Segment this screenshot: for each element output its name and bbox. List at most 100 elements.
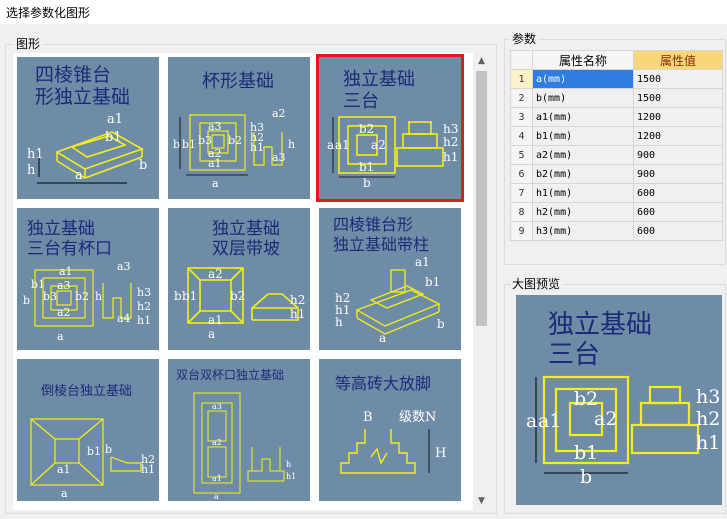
param-idx-cell[interactable]: 6 — [510, 164, 533, 184]
param-name-cell[interactable]: a(mm) — [532, 69, 634, 89]
dim-label: b1 — [105, 130, 122, 145]
tile-title-line: 三台有杯口 — [27, 239, 112, 259]
tile-three-tier-footing[interactable]: 独立基础 三台 b2 a a1 a2 b1 b h3 h2 h1 — [316, 54, 464, 202]
tile-figure — [30, 418, 142, 486]
table-corner — [510, 50, 533, 70]
dim-label: a — [379, 331, 386, 345]
tile-title-line: 四棱锥台 — [35, 64, 111, 86]
dim-label: a2 — [208, 267, 223, 281]
dim-label: b — [174, 289, 182, 303]
param-idx-cell[interactable]: 5 — [510, 145, 533, 165]
column-header-value[interactable]: 属性值 — [633, 50, 723, 70]
tile-equal-height-brick-footing[interactable]: 等高砖大放脚 B 级数N H — [319, 359, 461, 501]
param-value-cell[interactable]: 600 — [633, 221, 723, 241]
tile-title-line: 独立基础 — [27, 219, 95, 239]
dim-label: a2 — [371, 138, 386, 152]
param-value-cell[interactable]: 900 — [633, 145, 723, 165]
preview-dim-label: b1 — [574, 442, 598, 464]
preview-dim-label: a — [526, 410, 537, 432]
dim-label: h1 — [290, 307, 305, 321]
param-value-cell[interactable]: 600 — [633, 183, 723, 203]
tile-two-layer-sloped-footing[interactable]: 独立基础 双层带坡 a2 b b1 b2 a1 a h2 h1 — [168, 208, 310, 350]
tile-title-line: 三台 — [343, 91, 379, 112]
title-bar: 选择参数化图形 — [0, 0, 727, 24]
dim-label: a2 — [272, 107, 286, 120]
scroll-thumb[interactable] — [476, 71, 487, 326]
scroll-down-icon[interactable]: ▼ — [478, 496, 485, 506]
param-name-cell[interactable]: b(mm) — [532, 88, 634, 108]
preview-dim-label: h2 — [696, 408, 720, 430]
dim-label: h2 — [443, 135, 458, 149]
param-value-cell[interactable]: 1500 — [633, 88, 723, 108]
dim-label: h1 — [286, 472, 296, 481]
param-value-cell[interactable]: 900 — [633, 164, 723, 184]
tile-title-line: 等高砖大放脚 — [335, 374, 431, 393]
shapes-scrollbar[interactable]: ▲ ▼ — [473, 53, 490, 510]
tile-title-line: 形独立基础 — [35, 86, 130, 108]
dim-label: a — [208, 327, 215, 341]
param-name-cell[interactable]: a1(mm) — [532, 107, 634, 127]
tile-frustum-footing-with-column[interactable]: 四棱锥台形 独立基础带柱 a1 b1 h2 h1 h b a — [319, 208, 461, 350]
param-idx-cell[interactable]: 2 — [510, 88, 533, 108]
dim-label: b — [363, 176, 371, 190]
tile-cup-shaped-footing[interactable]: 杯形基础 a2 b b1 a3 b3 b2 a2 a1 h3 h2 h1 — [168, 57, 310, 199]
param-name-cell[interactable]: h3(mm) — [532, 221, 634, 241]
preview-dim-label: a1 — [538, 410, 561, 432]
tile-three-tier-cup-footing[interactable]: 独立基础 三台有杯口 a1 a3 b1 a3 b3 b b2 a2 a4 h h — [17, 208, 159, 350]
dim-label: b — [23, 294, 30, 307]
param-value-cell[interactable]: 1200 — [633, 107, 723, 127]
tile-figure — [338, 116, 444, 174]
param-idx-cell[interactable]: 8 — [510, 202, 533, 222]
tile-inverted-frustum-footing[interactable]: 倒棱台独立基础 b1 a1 h2 h1 b a — [17, 359, 159, 501]
param-idx-cell[interactable]: 9 — [510, 221, 533, 241]
preview-title-line: 三台 — [548, 340, 600, 370]
param-idx-cell[interactable]: 1 — [510, 69, 533, 89]
param-value-cell[interactable]: 1500 — [633, 69, 723, 89]
param-name-cell[interactable]: a2(mm) — [532, 145, 634, 165]
param-idx-cell[interactable]: 7 — [510, 183, 533, 203]
dim-label: a1 — [415, 255, 430, 269]
dim-label: b2 — [359, 122, 374, 136]
dim-label: h1 — [137, 314, 151, 327]
dim-label: h3 — [443, 122, 458, 136]
dim-label: h1 — [141, 463, 155, 476]
tile-title-line: 双层带坡 — [212, 239, 280, 259]
dim-label: h3 — [250, 121, 264, 134]
preview-dim-label: h3 — [696, 386, 720, 408]
shapes-grid[interactable]: 四棱锥台 形独立基础 a1 b1 h1 h b a — [13, 53, 473, 510]
scroll-up-icon[interactable]: ▲ — [478, 56, 485, 66]
dim-label: h — [95, 290, 102, 303]
param-idx-cell[interactable]: 4 — [510, 126, 533, 146]
dim-label: a — [327, 138, 334, 152]
tile-title-line: 独立基础 — [343, 69, 415, 90]
param-value-cell[interactable]: 600 — [633, 202, 723, 222]
dim-label: b2 — [75, 290, 89, 303]
dim-label: a3 — [57, 279, 71, 292]
preview-group-label: 大图预览 — [510, 277, 563, 291]
param-value-cell[interactable]: 1200 — [633, 126, 723, 146]
param-name-cell[interactable]: h2(mm) — [532, 202, 634, 222]
shapes-group — [5, 44, 497, 514]
param-name-cell[interactable]: b1(mm) — [532, 126, 634, 146]
param-idx-cell[interactable]: 3 — [510, 107, 533, 127]
dim-label: a1 — [208, 157, 222, 170]
dim-label: h1 — [27, 147, 44, 162]
param-name-cell[interactable]: h1(mm) — [532, 183, 634, 203]
tile-four-sided-frustum-footing[interactable]: 四棱锥台 形独立基础 a1 b1 h1 h b a — [17, 57, 159, 199]
param-name-cell[interactable]: b2(mm) — [532, 164, 634, 184]
dim-label: b1 — [182, 289, 197, 303]
dim-label: h2 — [290, 293, 305, 307]
tile-double-tier-double-cup-footing[interactable]: 双台双杯口独立基础 a3 a2 a1 h1 h a — [168, 359, 310, 501]
column-header-name[interactable]: 属性名称 — [532, 50, 634, 70]
tile-figure — [187, 267, 299, 324]
dim-label: a3 — [117, 260, 131, 273]
